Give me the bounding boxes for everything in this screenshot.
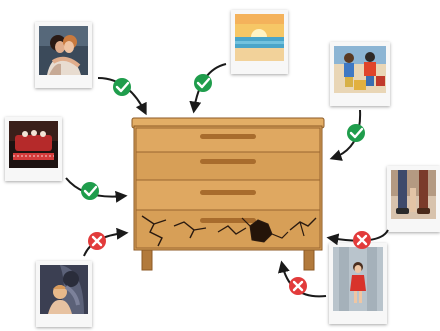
check-badge-couch xyxy=(81,182,99,200)
cross-badge-legs xyxy=(353,231,371,249)
cross-badge-girl xyxy=(289,277,307,295)
cross-badge-abuse xyxy=(88,232,106,250)
check-badge-beach xyxy=(194,74,212,92)
check-badge-kids xyxy=(347,124,365,142)
check-badge-hug xyxy=(113,78,131,96)
